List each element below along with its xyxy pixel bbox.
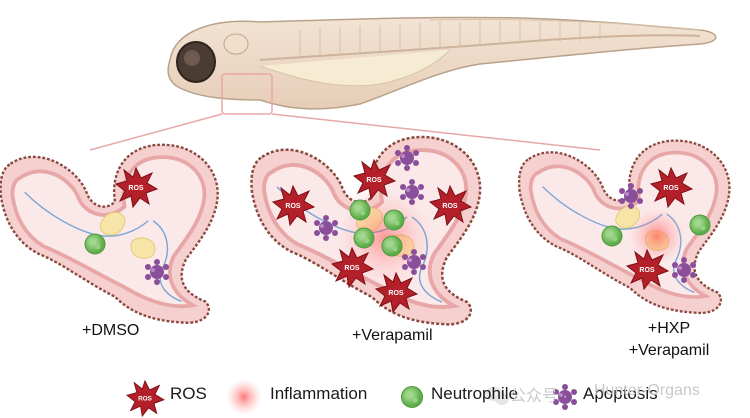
panel-dmso-illustration xyxy=(0,142,220,325)
ros-marker: ROS xyxy=(429,185,472,226)
ros-badge-text: ROS xyxy=(138,396,152,403)
panel-label-hxp: +HXP xyxy=(647,320,691,337)
ros-marker: ROS xyxy=(115,167,158,208)
ros-badge-text: ROS xyxy=(388,290,404,297)
legend-neutrophile-label: Neutrophile xyxy=(431,384,518,403)
ros-badge-text: ROS xyxy=(344,265,360,272)
ros-marker: ROS xyxy=(375,272,418,313)
panel-label-hxp-verapamil: +HXP +Verapamil xyxy=(614,318,724,362)
ros-badge-text: ROS xyxy=(442,203,458,210)
neutrophil xyxy=(84,233,106,255)
ros-marker: ROS xyxy=(650,167,693,208)
watermark-logo-icon xyxy=(485,387,509,405)
neutrophil xyxy=(353,227,375,249)
ros-marker: ROS xyxy=(272,185,315,226)
neutrophil xyxy=(381,235,403,257)
panel-hxp-verapamil-illustration xyxy=(517,138,732,315)
neutrophil xyxy=(601,225,623,247)
panel-label-dmso: +DMSO xyxy=(82,322,140,339)
neutrophil xyxy=(689,214,711,236)
watermark-name: Hunter-Organs xyxy=(594,382,700,399)
ros-badge-text: ROS xyxy=(639,267,655,274)
ros-marker: ROS xyxy=(353,159,396,200)
watermark-prefix: 公众号 · xyxy=(510,388,568,405)
legend-ros-label: ROS xyxy=(170,384,207,403)
legend-inflammation-label: Inflammation xyxy=(270,384,368,403)
legend-neutrophil-icon xyxy=(400,385,424,409)
legend-ros-icon: ROS xyxy=(126,380,165,417)
neutrophil xyxy=(383,209,405,231)
ros-marker: ROS xyxy=(331,247,374,288)
ros-badge-text: ROS xyxy=(663,185,679,192)
zebrafish-larva xyxy=(89,16,717,151)
legend-apoptosis-label: Apoptosis xyxy=(583,384,658,403)
legend-inflammation-icon xyxy=(226,379,262,415)
ros-marker: ROS xyxy=(626,249,669,290)
ros-badge-text: ROS xyxy=(366,177,382,184)
panel-label-verapamil-2: +Verapamil xyxy=(628,342,710,359)
panel-label-verapamil: +Verapamil xyxy=(352,327,433,344)
ros-badge-text: ROS xyxy=(285,203,301,210)
ros-badge-text: ROS xyxy=(128,185,144,192)
neutrophil xyxy=(349,199,371,221)
